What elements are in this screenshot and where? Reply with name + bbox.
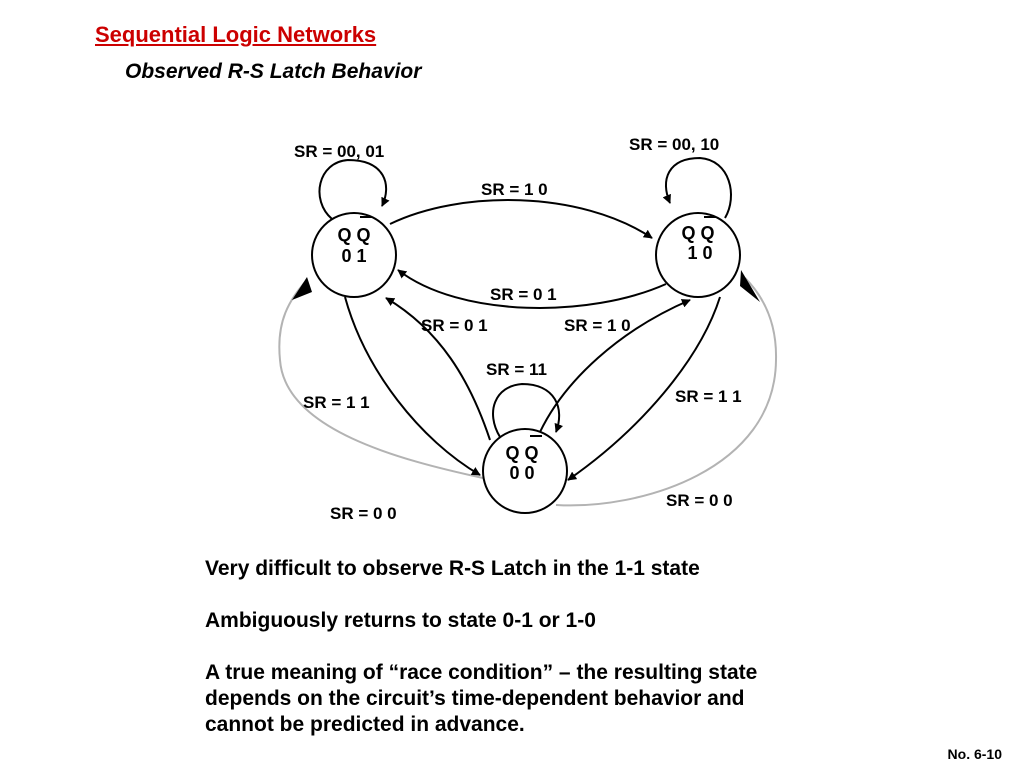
label-10-to-00: SR = 1 1	[675, 387, 742, 406]
note-line-3c: cannot be predicted in advance.	[205, 713, 525, 736]
state-10-header: Q Q	[681, 223, 714, 243]
transition-10-to-01	[397, 269, 667, 309]
label-01-to-00: SR = 1 1	[303, 393, 370, 412]
state-00-value: 0 0	[509, 463, 534, 483]
label-00-to-01-gray: SR = 0 0	[330, 504, 397, 523]
transition-01-to-00	[344, 296, 481, 476]
transition-01-to-10	[389, 199, 653, 239]
state-01-header: Q Q	[337, 225, 370, 245]
note-line-1: Very difficult to observe R-S Latch in t…	[205, 557, 700, 580]
arrowhead-gray-right	[740, 270, 760, 302]
state-00-header: Q Q	[505, 443, 538, 463]
state-10-value: 1 0	[687, 243, 712, 263]
note-line-3b: depends on the circuit’s time-dependent …	[205, 687, 745, 710]
label-10-to-01: SR = 0 1	[490, 285, 557, 304]
transition-00-to-01-gray	[278, 281, 484, 479]
state-10: Q Q 1 0	[655, 212, 741, 298]
transition-00-to-10	[539, 299, 691, 433]
arrowhead-gray-left	[292, 277, 312, 300]
self-loop-01	[318, 158, 390, 220]
state-00: Q Q 0 0	[482, 428, 568, 514]
state-01-value: 0 1	[341, 246, 366, 266]
label-self-01: SR = 00, 01	[294, 142, 384, 161]
self-loop-00	[492, 382, 564, 438]
transition-10-to-00	[567, 296, 721, 481]
slide-title: Sequential Logic Networks	[95, 22, 377, 47]
label-00-to-01: SR = 0 1	[421, 316, 488, 335]
label-00-to-10-gray: SR = 0 0	[666, 491, 733, 510]
state-01: Q Q 0 1	[311, 212, 397, 298]
self-loop-10	[662, 156, 733, 219]
note-line-2: Ambiguously returns to state 0-1 or 1-0	[205, 609, 596, 632]
note-line-3a: A true meaning of “race condition” – the…	[205, 661, 758, 684]
label-self-00: SR = 11	[486, 360, 547, 379]
transition-00-to-01	[385, 297, 491, 441]
slide-subtitle: Observed R-S Latch Behavior	[125, 60, 422, 83]
label-self-10: SR = 00, 10	[629, 135, 719, 154]
transition-00-to-10-gray	[555, 277, 778, 507]
page-number: No. 6-10	[947, 746, 1002, 762]
label-00-to-10: SR = 1 0	[564, 316, 631, 335]
label-01-to-10: SR = 1 0	[481, 180, 548, 199]
